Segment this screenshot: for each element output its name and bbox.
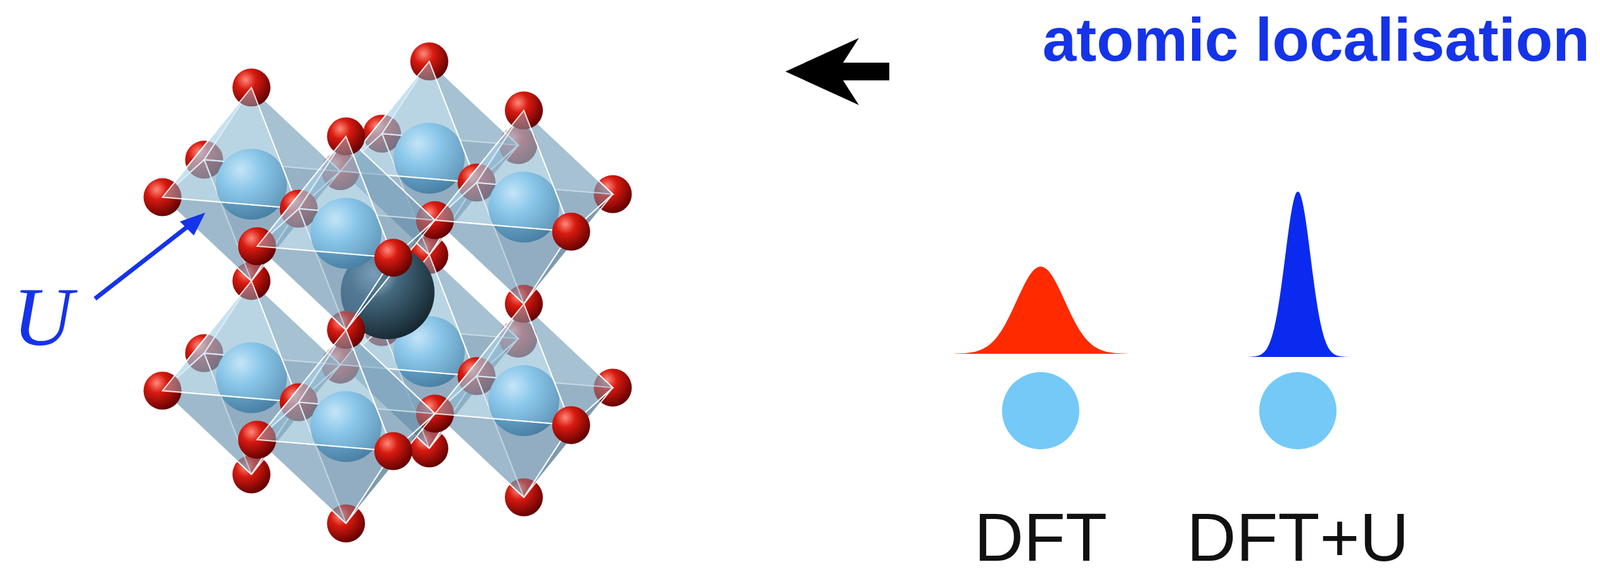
- octahedron-face: [257, 136, 394, 259]
- hubbard-u-label: U: [12, 271, 73, 363]
- octahedron-face: [257, 246, 394, 331]
- atom-circle: [1002, 372, 1080, 450]
- octahedron-face: [257, 330, 394, 452]
- atom-sphere: [374, 238, 413, 277]
- octahedron-face: [435, 220, 572, 305]
- atom-sphere: [374, 432, 413, 471]
- dft-density-peak: [953, 266, 1128, 355]
- heading-label: atomic localisation: [1042, 6, 1590, 74]
- u-arrow: [95, 224, 191, 299]
- oxygen-atom: [374, 432, 413, 471]
- octahedron-face: [435, 110, 572, 232]
- octahedron-face: [435, 110, 572, 232]
- method-label: DFT+U: [1187, 500, 1410, 576]
- black-arrow-shaft: [833, 62, 890, 81]
- atom-sphere: [552, 406, 591, 445]
- octahedron-face: [435, 414, 572, 498]
- black-arrowhead: [785, 38, 859, 106]
- octahedron-face: [162, 87, 299, 210]
- u-arrowhead: [179, 212, 206, 236]
- method-label: DFT: [974, 500, 1108, 576]
- octahedron-face: [257, 246, 394, 331]
- octahedron-face: [257, 440, 394, 524]
- octahedron-face: [162, 281, 299, 403]
- atom-circle: [1259, 372, 1337, 450]
- octahedron-face: [435, 304, 572, 426]
- octahedron-face: [435, 304, 572, 426]
- dftu-density-peak: [1237, 191, 1359, 358]
- octahedron-face: [435, 414, 572, 498]
- octahedron-face: [257, 136, 394, 259]
- octahedron-face: [257, 440, 394, 524]
- atom-sphere: [552, 212, 591, 251]
- oxygen-atom: [374, 238, 413, 277]
- oxygen-atom: [552, 212, 591, 251]
- octahedron-face: [162, 281, 299, 403]
- oxygen-atom: [552, 406, 591, 445]
- octahedron-face: [257, 330, 394, 452]
- octahedron-face: [435, 220, 572, 305]
- octahedron-face: [162, 87, 299, 210]
- perovskite-crystal: [143, 42, 633, 543]
